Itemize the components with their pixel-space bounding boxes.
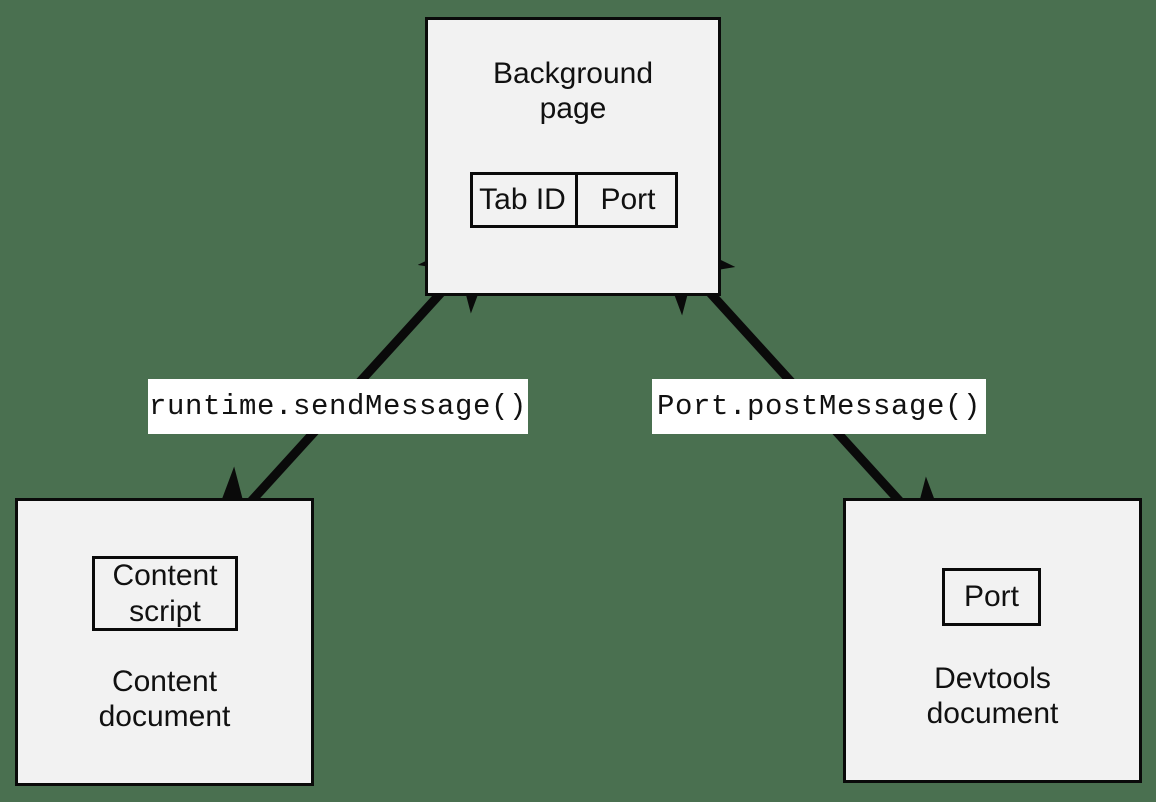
- tab-id-cell-label: Tab ID: [479, 183, 566, 217]
- devtools-document-box: Devtools document: [843, 498, 1142, 783]
- background-page-title: Background page: [492, 57, 654, 126]
- port-cell-label: Port: [600, 183, 656, 217]
- content-script-box[interactable]: Content script: [92, 556, 238, 631]
- tab-id-port-table: Tab ID Port: [470, 172, 678, 228]
- edge-label-port-post-message: Port.postMessage(): [652, 379, 986, 434]
- content-document-box: Content document: [15, 498, 314, 786]
- devtools-document-title: Devtools document: [926, 662, 1059, 731]
- devtools-port-label: Port: [963, 580, 1020, 614]
- port-cell[interactable]: Port: [575, 175, 678, 225]
- edge-label-runtime-send-message: runtime.sendMessage(): [148, 379, 528, 434]
- content-script-label: Content script: [112, 559, 218, 628]
- devtools-port-box[interactable]: Port: [942, 568, 1041, 626]
- content-document-title: Content document: [98, 665, 231, 734]
- tab-id-cell[interactable]: Tab ID: [470, 175, 575, 225]
- background-page-box: Background page: [425, 17, 721, 296]
